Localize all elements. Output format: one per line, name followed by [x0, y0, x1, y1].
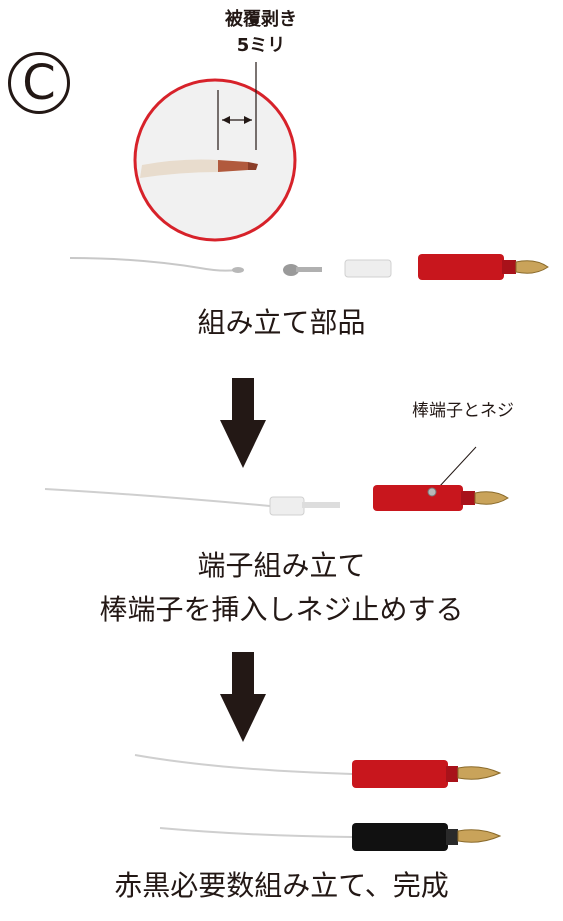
finished-black-lead [159, 823, 502, 851]
strip-length-label-line2: 5ミリ [236, 35, 286, 56]
red-plug-part [418, 254, 549, 280]
white-sleeve-part [344, 259, 392, 278]
zoom-circle [133, 78, 297, 242]
caption-step2-line1: 端子組み立て [197, 549, 366, 582]
metal-crimp-part [283, 264, 322, 276]
caption-step2-line2: 棒端子を挿入しネジ止めする [99, 593, 464, 626]
strip-length-label-line1: 被覆剥き [225, 9, 297, 30]
step-c-badge: C [8, 52, 70, 114]
down-arrow-2 [220, 652, 266, 742]
red-plug-with-screw [373, 485, 509, 511]
parts-row [69, 254, 549, 280]
caption-parts: 組み立て部品 [197, 306, 366, 339]
callout-label: 棒端子とネジ [412, 401, 514, 421]
finished-red-lead [134, 754, 502, 788]
callout-leader-line [438, 446, 477, 488]
caption-final: 赤黒必要数組み立て、完成 [114, 869, 449, 902]
assembly-row [44, 485, 509, 516]
down-arrow-1 [220, 378, 266, 468]
screw-icon [427, 487, 437, 497]
strip-dimension-marker [217, 62, 257, 150]
